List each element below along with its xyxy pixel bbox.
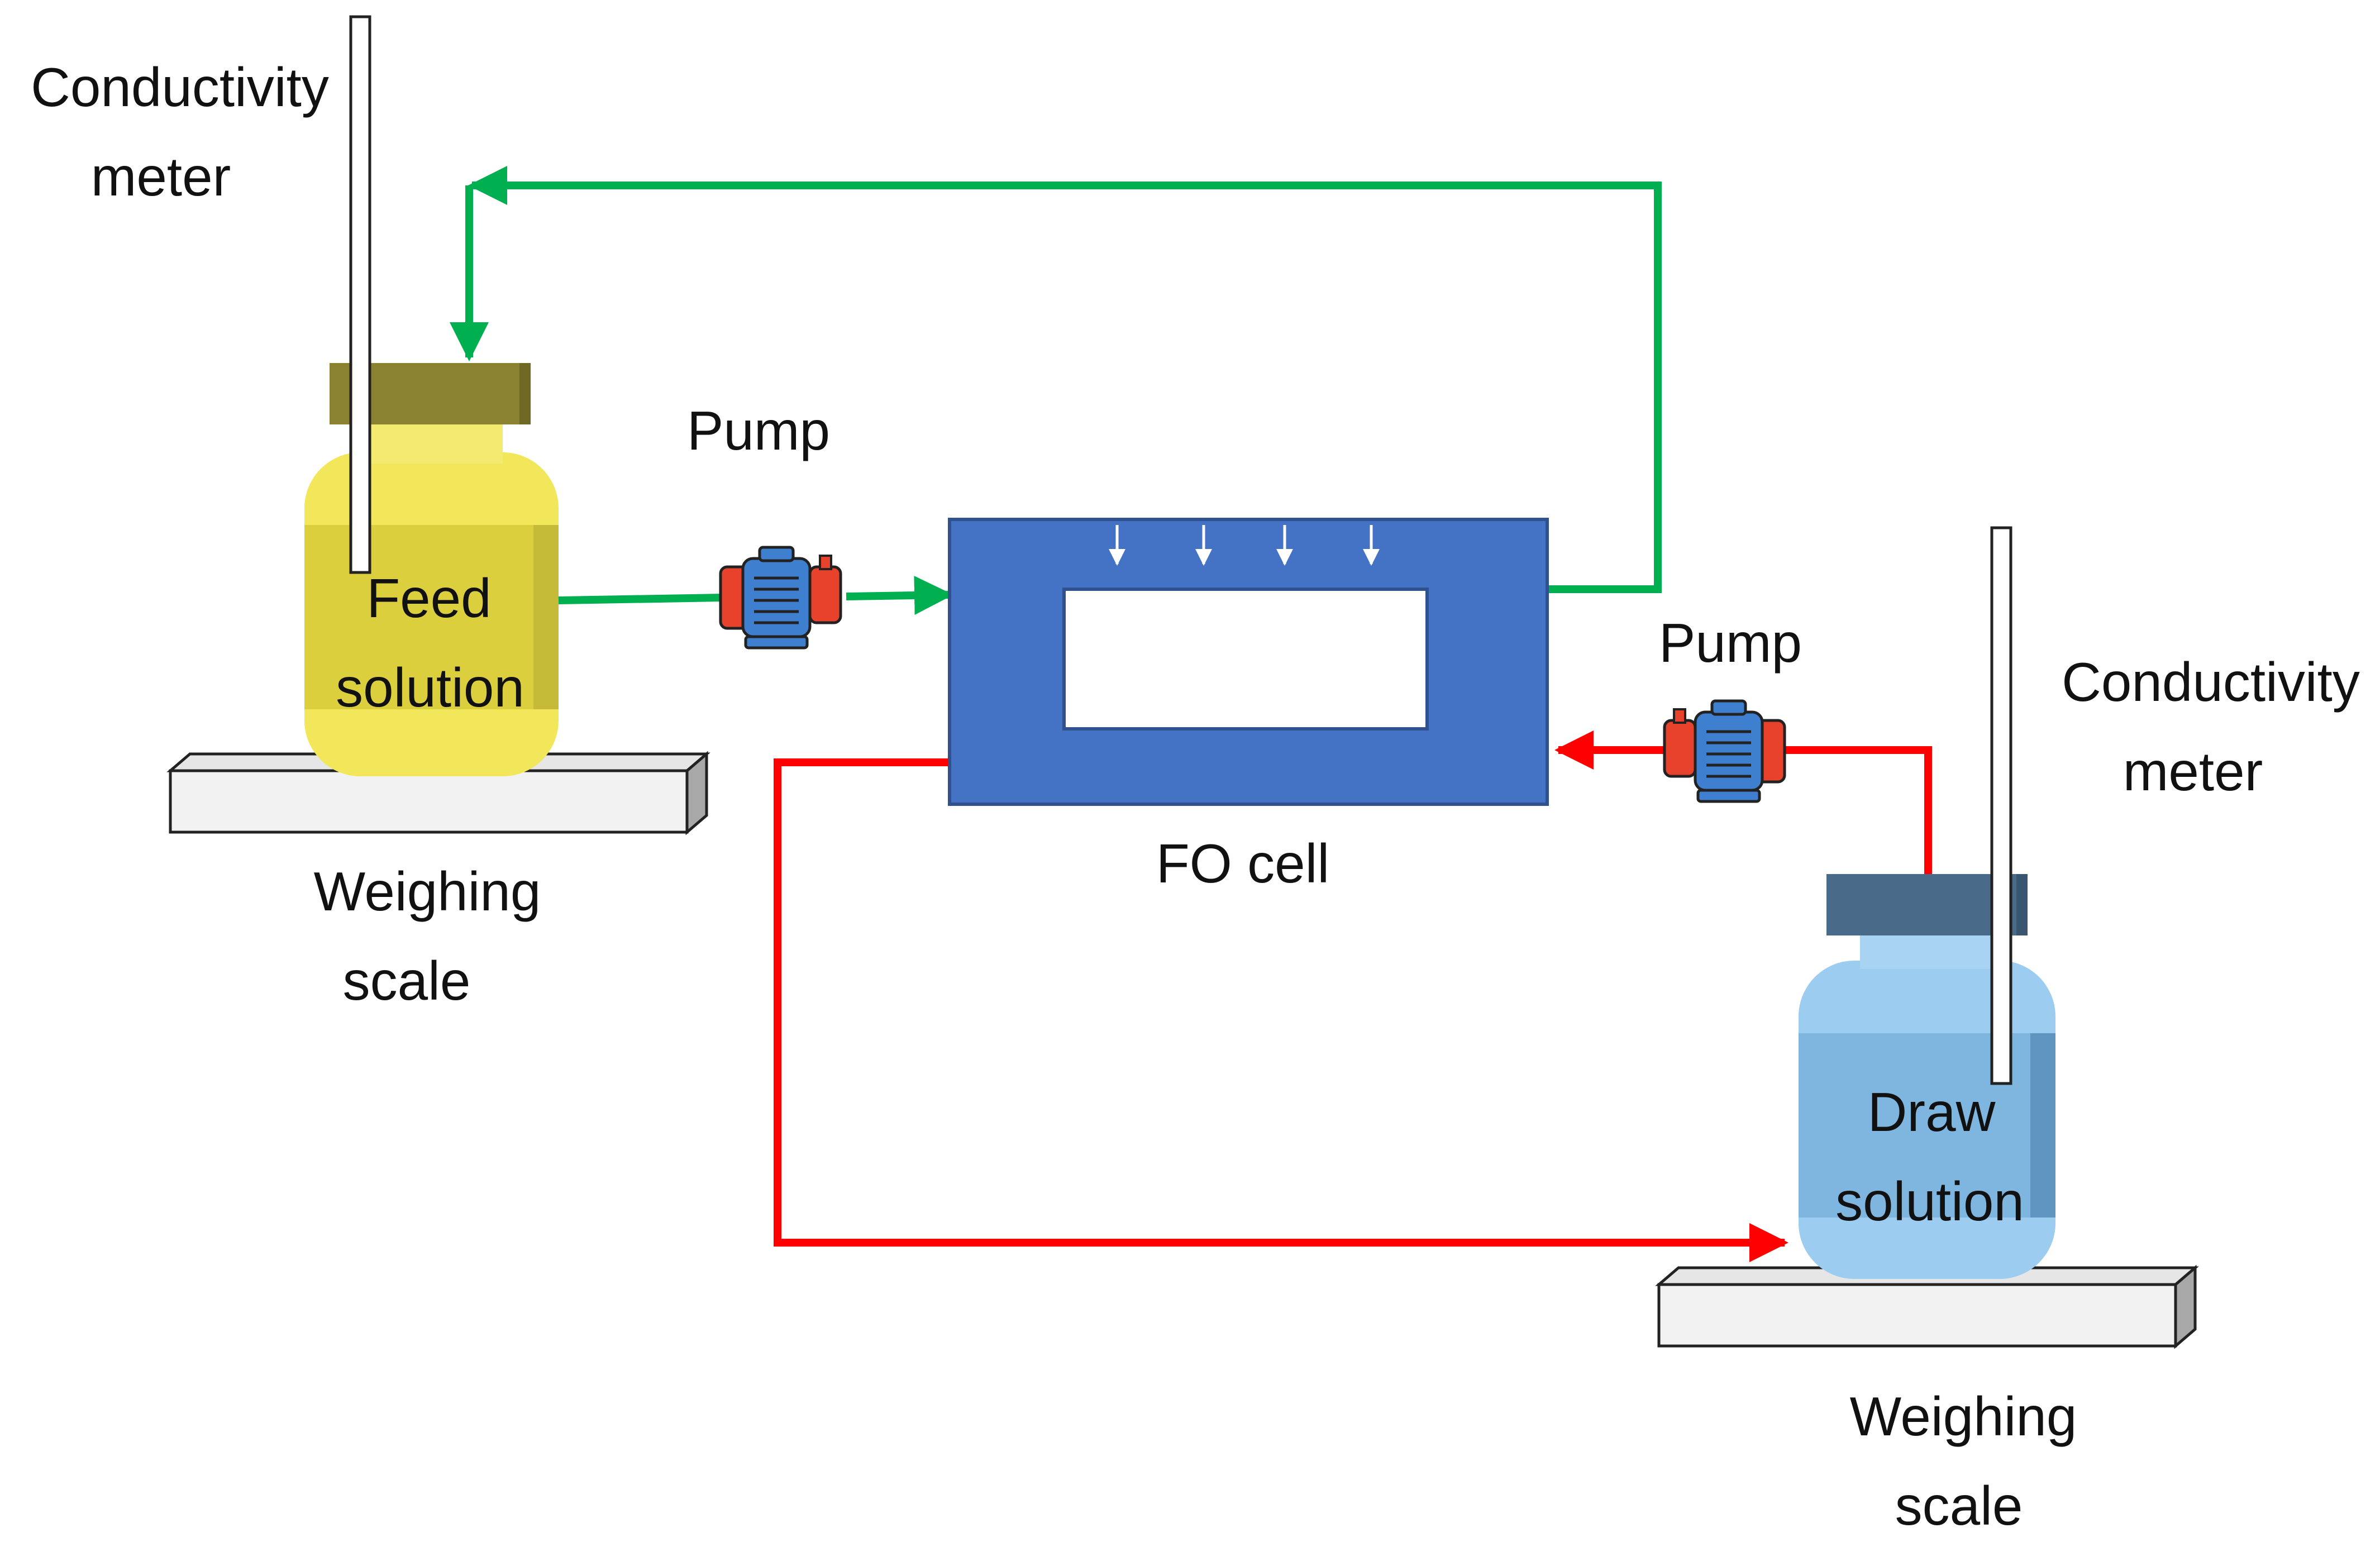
draw-meter-label: Conductivity meter — [2062, 651, 2360, 802]
feed-bottle-label-line1: Feed — [366, 567, 491, 629]
draw-conductivity-probe — [1990, 526, 2012, 1085]
draw-weighing-scale — [1655, 1264, 2199, 1349]
feed-meter-label-line2: meter — [91, 146, 231, 207]
pump-icon — [719, 546, 842, 650]
pump-icon — [1663, 699, 1786, 803]
draw-scale-label-line2: scale — [1895, 1475, 2023, 1536]
feed-meter-label-line1: Conductivity — [31, 56, 329, 118]
draw-meter-label-line2: meter — [2123, 741, 2263, 802]
draw-bottle-label: Draw solution — [1835, 1081, 2024, 1232]
draw-meter-label-line1: Conductivity — [2062, 651, 2360, 713]
feed-scale-label-line2: scale — [343, 950, 471, 1011]
draw-bottle-label-line1: Draw — [1868, 1081, 1996, 1143]
feed-return-line — [468, 166, 1662, 593]
fo-cell — [948, 518, 1549, 806]
feed-bottle-label-line2: solution — [336, 657, 524, 718]
feed-scale-label: Weighing scale — [314, 861, 541, 1011]
draw-bottle-label-line2: solution — [1835, 1171, 2024, 1232]
feed-meter-label: Conductivity meter — [31, 56, 329, 207]
draw-line-from-bottle — [1782, 746, 1932, 874]
draw-pump-label: Pump — [1659, 612, 1802, 674]
feed-bottle-label: Feed solution — [336, 567, 524, 718]
feed-weighing-scale — [166, 751, 710, 836]
feed-pump-label: Pump — [687, 400, 830, 461]
draw-return-line — [774, 758, 1788, 1262]
feed-line-to-pump — [558, 594, 724, 604]
feed-scale-label-line1: Weighing — [314, 861, 541, 922]
feed-conductivity-probe — [349, 15, 371, 574]
draw-scale-label-line1: Weighing — [1850, 1386, 2077, 1447]
feed-line-to-cell — [846, 576, 953, 615]
draw-scale-label: Weighing scale — [1850, 1386, 2077, 1536]
fo-cell-membrane-window — [1062, 588, 1429, 731]
fo-cell-label: FO cell — [1156, 833, 1329, 894]
